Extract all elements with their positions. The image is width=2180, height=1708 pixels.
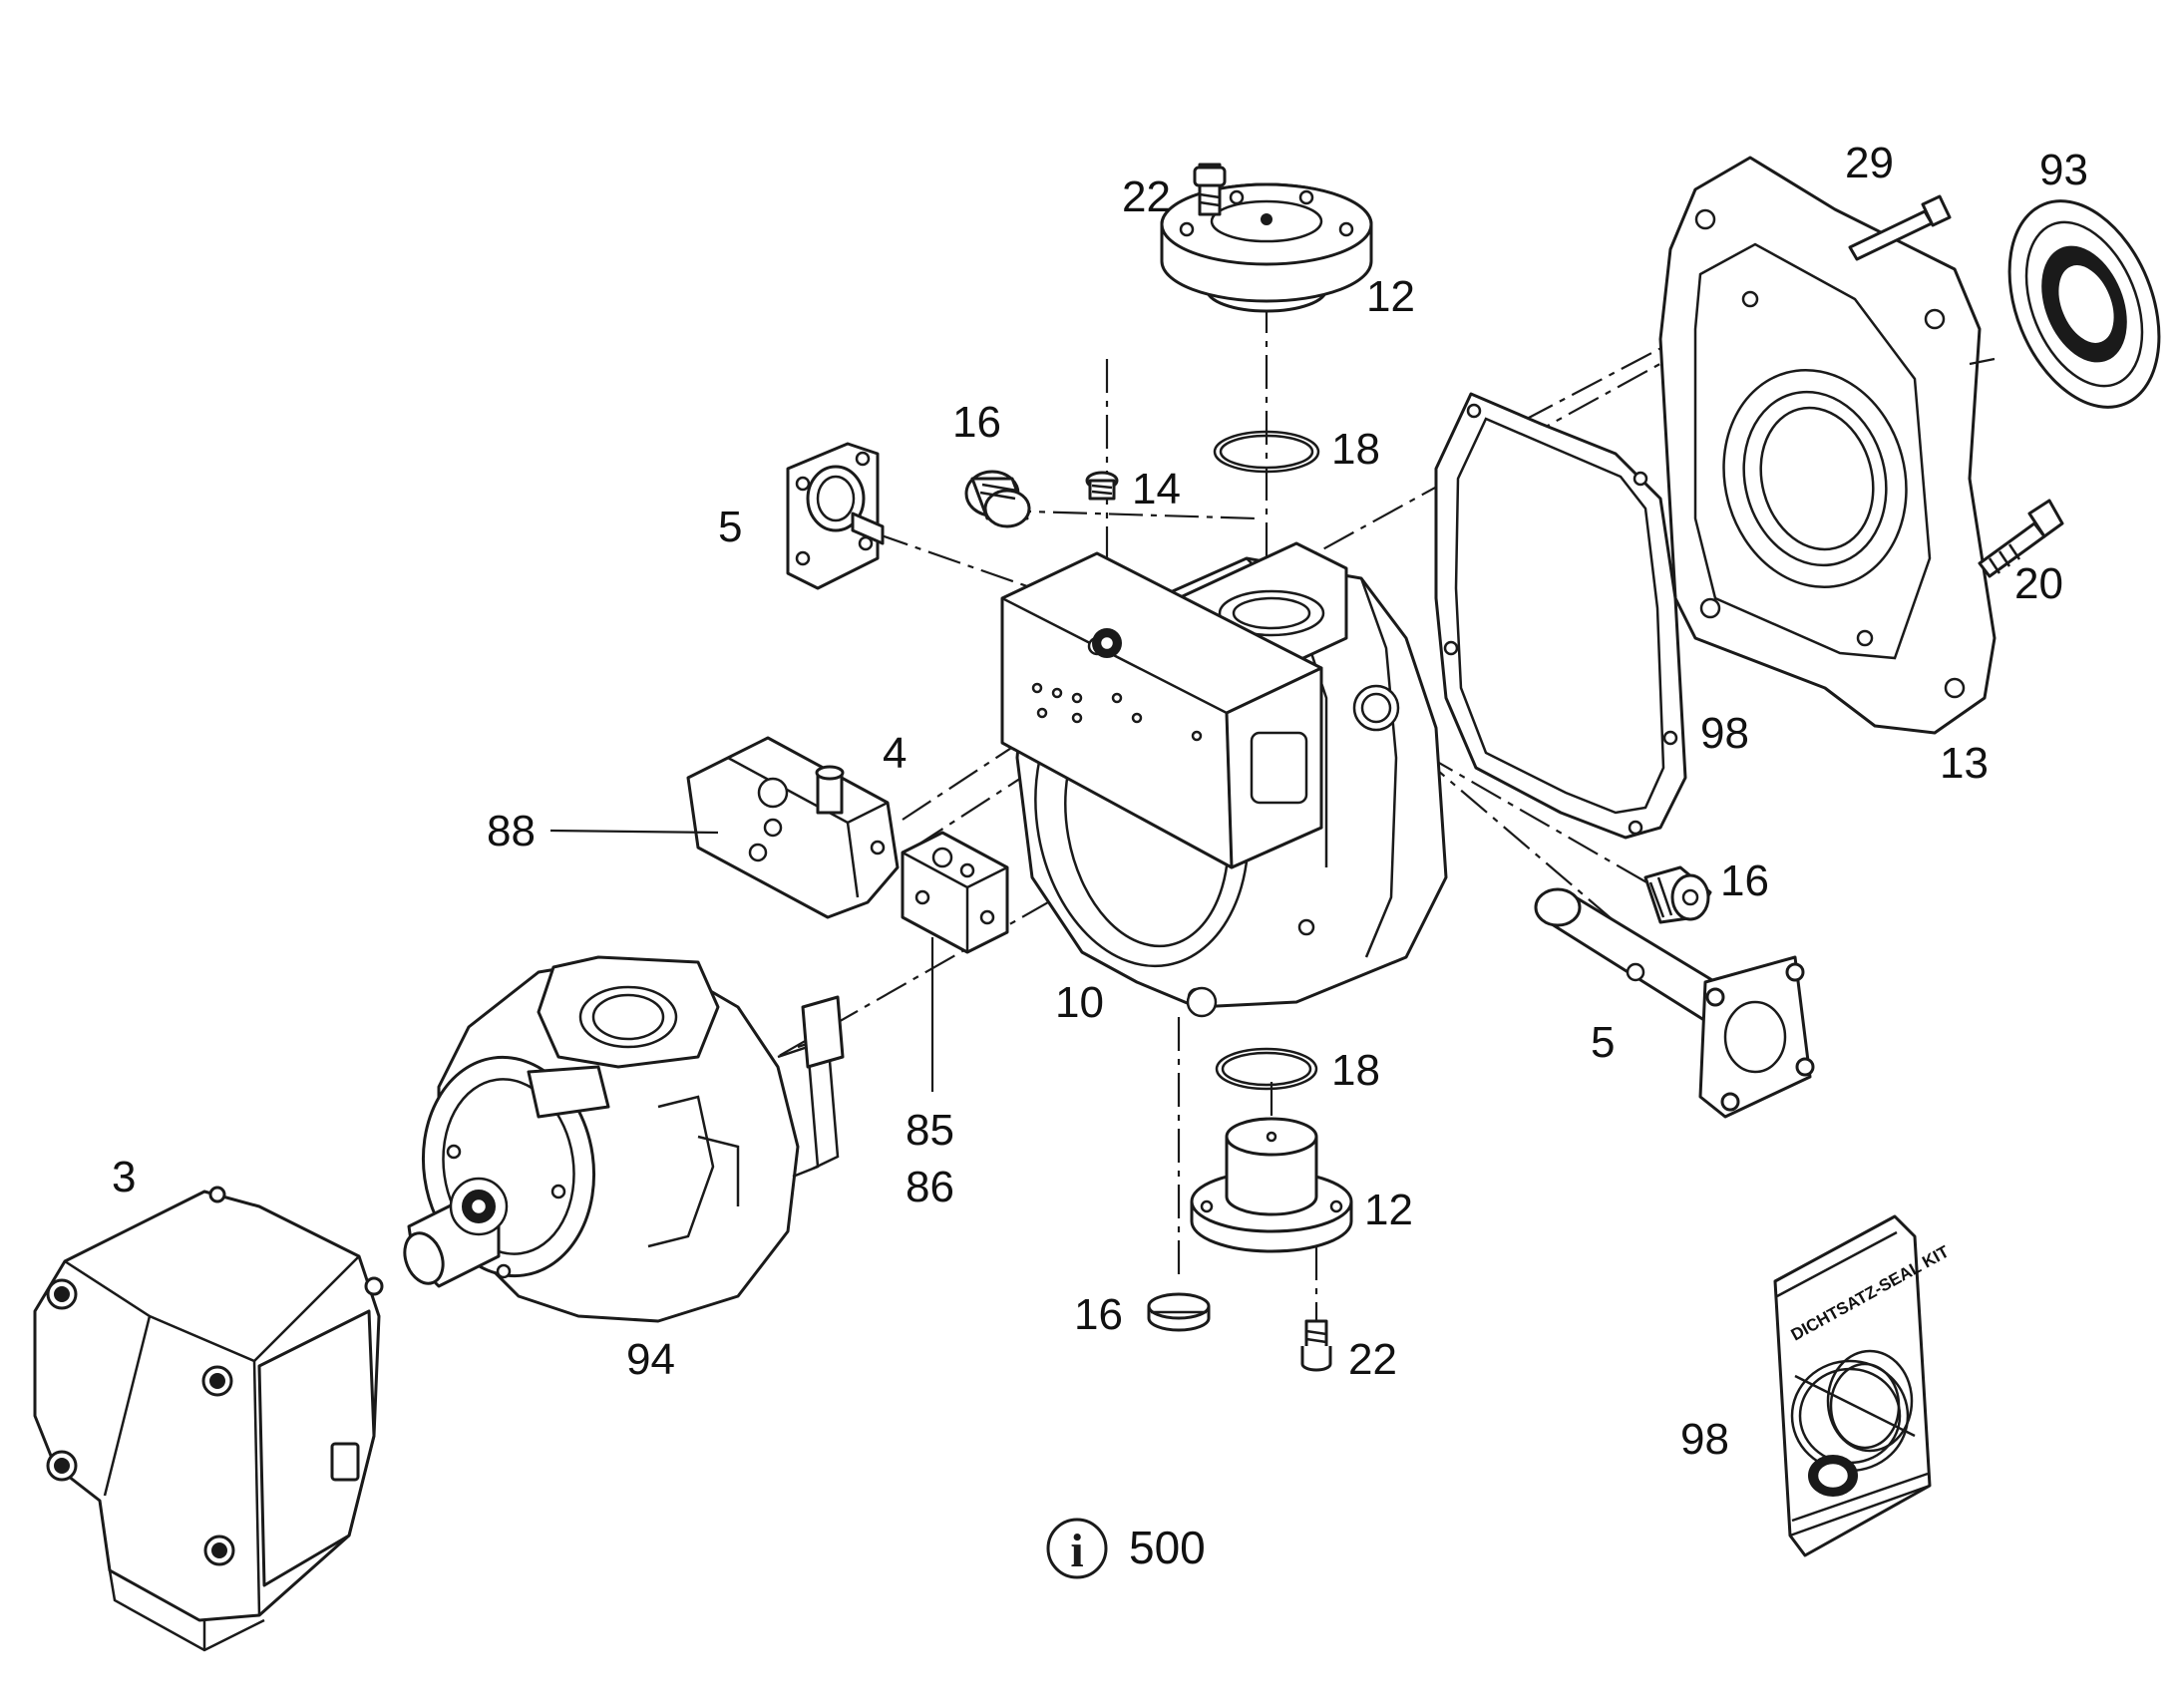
callout-16-top: 16 bbox=[952, 398, 1001, 447]
part-12-cover-bottom bbox=[1190, 1117, 1353, 1253]
part-4-control-valve bbox=[686, 736, 900, 919]
callout-20: 20 bbox=[2014, 559, 2063, 608]
callout-22-bottom: 22 bbox=[1348, 1335, 1397, 1384]
callout-16-bottom: 16 bbox=[1074, 1290, 1123, 1339]
part-94-rotating-group bbox=[403, 955, 845, 1323]
part-5-adjuster-lower bbox=[1534, 887, 1815, 1119]
part-13-end-cover bbox=[1658, 156, 1997, 735]
callout-13: 13 bbox=[1940, 739, 1989, 788]
part-85-86-block bbox=[901, 831, 1009, 954]
callout-88: 88 bbox=[487, 807, 536, 855]
callout-98-kit: 98 bbox=[1680, 1415, 1729, 1464]
callout-18-bottom: 18 bbox=[1331, 1046, 1380, 1095]
callout-leaders bbox=[549, 357, 1996, 1092]
callout-18-top: 18 bbox=[1331, 425, 1380, 474]
callout-12-bottom: 12 bbox=[1364, 1186, 1413, 1234]
callout-16-right: 16 bbox=[1720, 856, 1769, 905]
callout-5-upper: 5 bbox=[718, 503, 742, 551]
callout-85: 85 bbox=[906, 1106, 954, 1155]
part-22-screw-bottom bbox=[1300, 1319, 1332, 1372]
part-3-pump-cover bbox=[33, 1186, 384, 1652]
callout-93: 93 bbox=[2039, 146, 2088, 194]
part-22-screw-top bbox=[1193, 163, 1227, 216]
callout-labels: 22 12 29 93 18 16 14 5 20 98 13 4 88 16 … bbox=[112, 139, 2088, 1464]
part-98-seal-kit: DICHTSATZ-SEAL KIT bbox=[1773, 1214, 1953, 1557]
part-98-gasket bbox=[1434, 392, 1687, 840]
callout-3: 3 bbox=[112, 1153, 136, 1201]
callout-98-gasket: 98 bbox=[1700, 709, 1749, 758]
callout-86: 86 bbox=[906, 1163, 954, 1211]
part-16-plug-top bbox=[964, 470, 1031, 528]
callout-14: 14 bbox=[1132, 465, 1181, 513]
callout-22-top: 22 bbox=[1122, 172, 1171, 221]
valve-block bbox=[1000, 551, 1323, 869]
callout-94: 94 bbox=[626, 1335, 675, 1384]
part-93-shaft-seal bbox=[2007, 199, 2161, 409]
part-18-oring-top bbox=[1213, 430, 1320, 474]
info-icon-glyph: i bbox=[1070, 1525, 1083, 1577]
info-reference-number: 500 bbox=[1129, 1522, 1206, 1573]
part-14-plug-screw bbox=[1085, 471, 1119, 501]
part-29-bolt bbox=[1848, 194, 1952, 261]
callout-10: 10 bbox=[1055, 978, 1104, 1027]
part-16-plug-right bbox=[1643, 865, 1712, 924]
part-16-plug-bottom bbox=[1147, 1292, 1211, 1332]
callout-4: 4 bbox=[883, 729, 907, 778]
callout-29: 29 bbox=[1845, 139, 1894, 187]
part-5-adjuster-upper bbox=[786, 442, 885, 590]
part-12-cover-top bbox=[1160, 182, 1373, 313]
callout-12-top: 12 bbox=[1366, 272, 1415, 321]
callout-5-lower: 5 bbox=[1591, 1018, 1615, 1067]
info-icon: i bbox=[1046, 1518, 1108, 1579]
part-18-oring-bottom bbox=[1215, 1047, 1318, 1091]
info-marker: i 500 bbox=[1046, 1518, 1206, 1579]
part-20-bolt bbox=[1978, 499, 2064, 578]
